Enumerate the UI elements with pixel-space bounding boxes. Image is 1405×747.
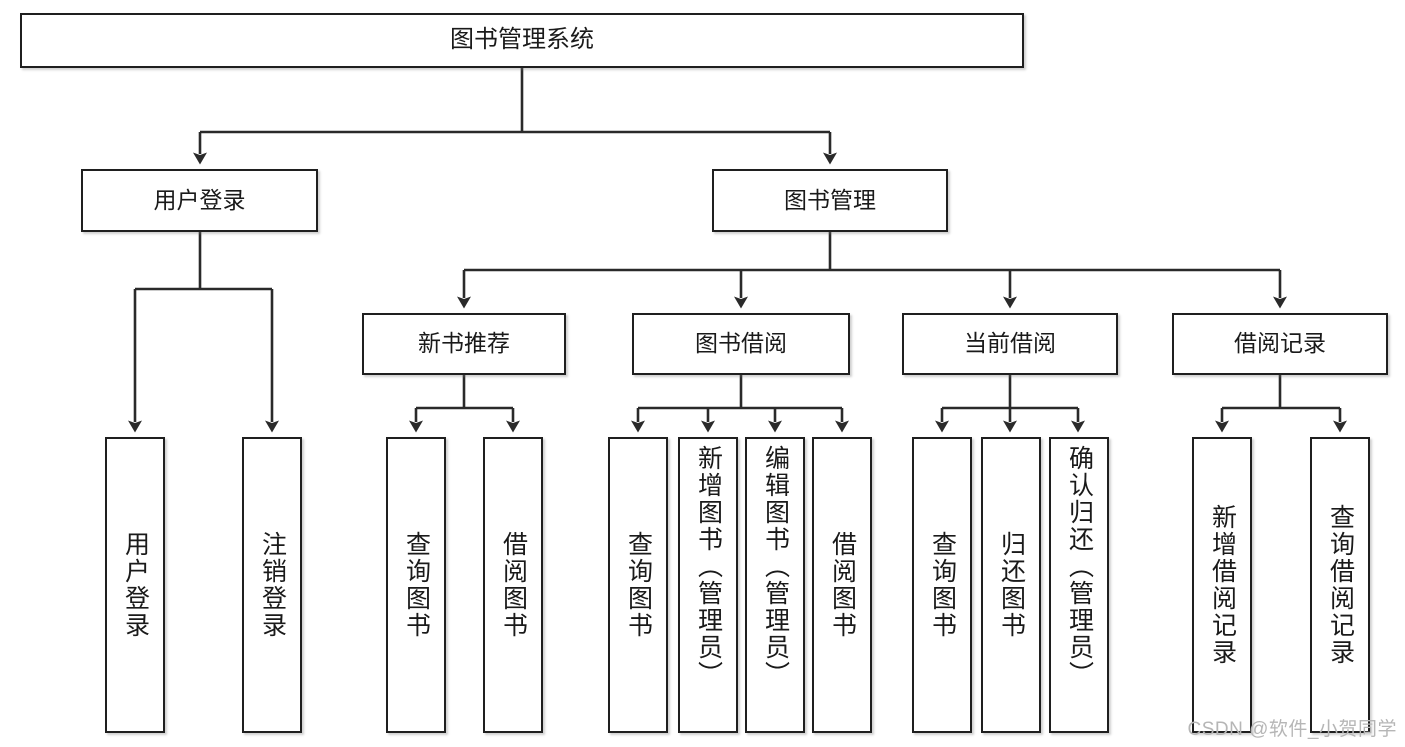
node-label: 查询借阅记录 (1326, 504, 1355, 666)
node-label: 图书借阅 (695, 330, 787, 357)
leaf-currentborrow-return-books[interactable]: 归还图书 (981, 437, 1041, 733)
leaf-borrowrecord-add-record[interactable]: 新增借阅记录 (1192, 437, 1252, 733)
node-book-management[interactable]: 图书管理 (712, 169, 948, 232)
node-label: 图书管理系统 (450, 26, 594, 54)
leaf-logout[interactable]: 注销登录 (242, 437, 302, 733)
node-label: 新增图书（管理员） (694, 445, 723, 688)
tree-connectors (128, 68, 1347, 433)
node-label: 注销登录 (258, 531, 287, 639)
node-label: 查询图书 (624, 531, 653, 639)
node-label: 确认归还（管理员） (1065, 445, 1094, 688)
leaf-newbook-query-books[interactable]: 查询图书 (386, 437, 446, 733)
node-label: 新书推荐 (418, 330, 510, 357)
node-label: 当前借阅 (964, 330, 1056, 357)
node-label: 借阅记录 (1234, 330, 1326, 357)
leaf-bookborrow-edit-book-admin[interactable]: 编辑图书（管理员） (745, 437, 805, 733)
leaf-newbook-borrow-books[interactable]: 借阅图书 (483, 437, 543, 733)
node-new-book-recommend[interactable]: 新书推荐 (362, 313, 566, 375)
node-current-borrow[interactable]: 当前借阅 (902, 313, 1118, 375)
leaf-currentborrow-confirm-return-admin[interactable]: 确认归还（管理员） (1049, 437, 1109, 733)
leaf-bookborrow-query-books[interactable]: 查询图书 (608, 437, 668, 733)
leaf-borrowrecord-query-record[interactable]: 查询借阅记录 (1310, 437, 1370, 733)
node-label: 查询图书 (928, 531, 957, 639)
node-label: 借阅图书 (828, 531, 857, 639)
leaf-user-login[interactable]: 用户登录 (105, 437, 165, 733)
node-borrow-record[interactable]: 借阅记录 (1172, 313, 1388, 375)
node-label: 查询图书 (402, 531, 431, 639)
node-label: 用户登录 (153, 186, 246, 213)
node-label: 归还图书 (997, 531, 1026, 639)
node-label: 图书管理 (784, 186, 876, 213)
leaf-currentborrow-query-books[interactable]: 查询图书 (912, 437, 972, 733)
leaf-bookborrow-borrow-books[interactable]: 借阅图书 (812, 437, 872, 733)
leaf-bookborrow-add-book-admin[interactable]: 新增图书（管理员） (678, 437, 738, 733)
node-book-borrow[interactable]: 图书借阅 (632, 313, 850, 375)
node-label: 用户登录 (121, 531, 150, 639)
node-label: 编辑图书（管理员） (761, 445, 790, 688)
node-root-book-management-system[interactable]: 图书管理系统 (20, 13, 1024, 68)
node-label: 借阅图书 (499, 531, 528, 639)
node-user-login[interactable]: 用户登录 (81, 169, 318, 232)
node-label: 新增借阅记录 (1208, 504, 1237, 666)
